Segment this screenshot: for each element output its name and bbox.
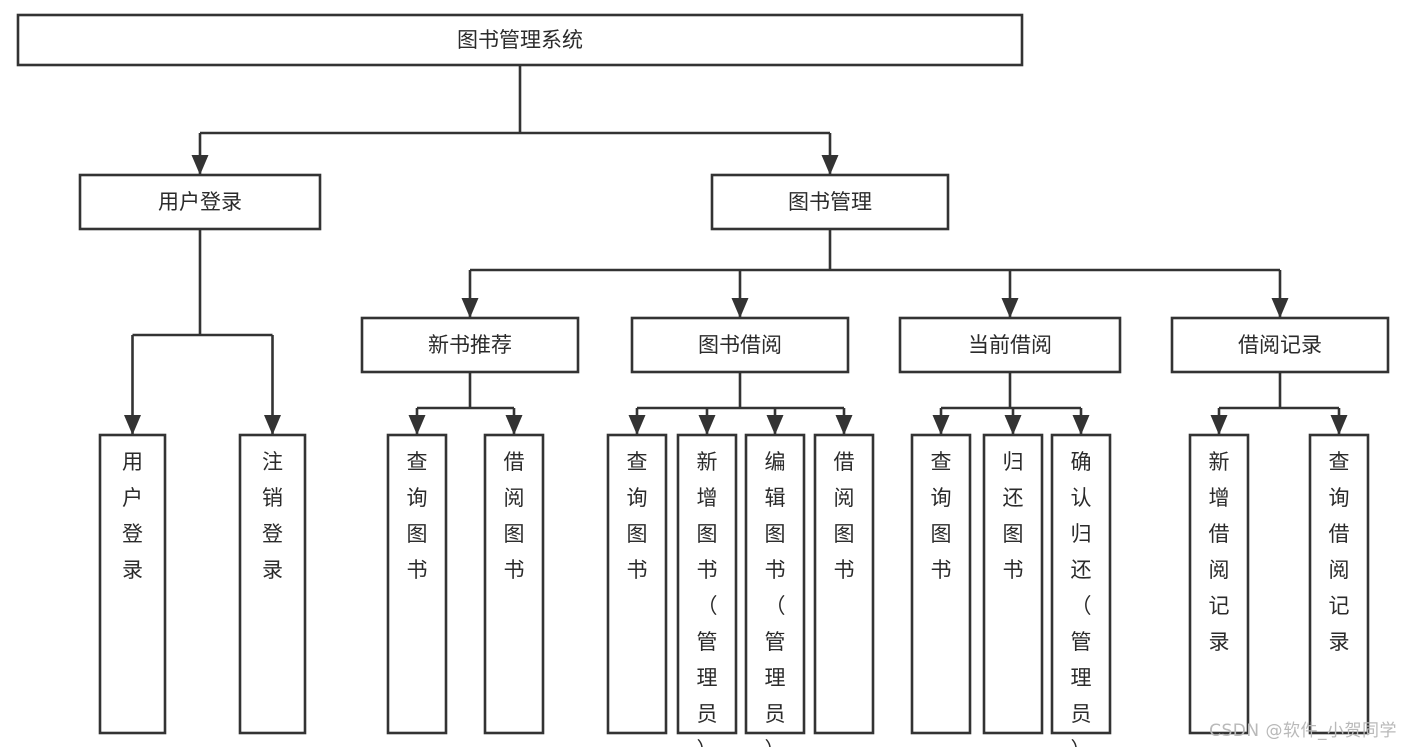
arrow-book-manage (821, 155, 839, 175)
arrow-borrow-lend-book (835, 415, 853, 435)
node-borrow-record[interactable]: 借阅记录 (1170, 316, 1390, 374)
node-label: 当前借阅 (968, 333, 1052, 357)
node-box (483, 433, 545, 735)
node-recommend-borrow-book[interactable]: 借阅图书 (483, 433, 545, 735)
node-box (1050, 433, 1112, 735)
arrow-recommend-query-book (408, 415, 426, 435)
node-box (898, 316, 1122, 374)
node-box (1188, 433, 1250, 735)
arrow-recommend-borrow-book (505, 415, 523, 435)
arrow-record-add (1210, 415, 1228, 435)
node-label: 图书借阅 (698, 333, 782, 357)
node-label: 查询图书 (627, 450, 648, 582)
node-label: 用户登录 (122, 450, 143, 582)
node-label: 借阅图书 (504, 450, 525, 582)
node-record-add[interactable]: 新增借阅记录 (1188, 433, 1250, 735)
node-box (78, 173, 322, 231)
node-current-return-book[interactable]: 归还图书 (982, 433, 1044, 735)
node-label: 借阅记录 (1238, 333, 1322, 357)
arrow-new-book-recommend (461, 298, 479, 318)
node-box (813, 433, 875, 735)
arrow-user-login (191, 155, 209, 175)
node-borrow-edit-book[interactable]: 编辑图书（管理员） (744, 433, 806, 747)
node-book-borrow[interactable]: 图书借阅 (630, 316, 850, 374)
node-box (1170, 316, 1390, 374)
node-label: 编辑图书（管理员） (765, 450, 786, 747)
arrow-record-query (1330, 415, 1348, 435)
node-record-query[interactable]: 查询借阅记录 (1308, 433, 1370, 735)
node-label: 注销登录 (262, 450, 283, 582)
node-box (630, 316, 850, 374)
arrow-borrow-query-book (628, 415, 646, 435)
node-label: 用户登录 (158, 190, 242, 214)
node-borrow-lend-book[interactable]: 借阅图书 (813, 433, 875, 735)
arrow-current-return-book (1004, 415, 1022, 435)
node-borrow-query-book[interactable]: 查询图书 (606, 433, 668, 735)
node-book-manage[interactable]: 图书管理 (710, 173, 950, 231)
arrow-borrow-add-book (698, 415, 716, 435)
arrow-borrow-edit-book (766, 415, 784, 435)
node-box (606, 433, 668, 735)
csdn-watermark: CSDN @软件_小贺同学 (1209, 721, 1397, 741)
node-root[interactable]: 图书管理系统 (16, 13, 1024, 67)
node-label: 图书管理系统 (457, 28, 583, 52)
node-user-login[interactable]: 用户登录 (78, 173, 322, 231)
node-box (710, 173, 950, 231)
node-label: 查询图书 (407, 450, 428, 582)
node-label: 归还图书 (1003, 450, 1024, 582)
arrow-current-query-book (932, 415, 950, 435)
node-box (360, 316, 580, 374)
node-label: 查询图书 (931, 450, 952, 582)
node-current-confirm-return[interactable]: 确认归还（管理员） (1050, 433, 1112, 747)
node-label: 确认归还（管理员） (1071, 450, 1092, 747)
node-label: 查询借阅记录 (1329, 450, 1350, 654)
node-label: 图书管理 (788, 190, 872, 214)
arrow-current-borrow (1001, 298, 1019, 318)
node-box (910, 433, 972, 735)
arrow-book-borrow (731, 298, 749, 318)
arrow-current-confirm-return (1072, 415, 1090, 435)
arrow-user-logout (264, 415, 281, 435)
node-current-query-book[interactable]: 查询图书 (910, 433, 972, 735)
node-label: 新书推荐 (428, 333, 512, 357)
node-new-book-recommend[interactable]: 新书推荐 (360, 316, 580, 374)
node-user-login-do[interactable]: 用户登录 (98, 433, 167, 735)
node-current-borrow[interactable]: 当前借阅 (898, 316, 1122, 374)
arrow-user-login-do (124, 415, 141, 435)
node-user-logout[interactable]: 注销登录 (238, 433, 307, 735)
node-recommend-query-book[interactable]: 查询图书 (386, 433, 448, 735)
node-box (386, 433, 448, 735)
node-label: 新增借阅记录 (1209, 450, 1230, 654)
node-borrow-add-book[interactable]: 新增图书（管理员） (676, 433, 738, 747)
node-box (676, 433, 738, 735)
node-label: 借阅图书 (834, 450, 855, 582)
node-box (982, 433, 1044, 735)
node-label: 新增图书（管理员） (697, 450, 718, 747)
node-box (744, 433, 806, 735)
node-box (16, 13, 1024, 67)
node-box (1308, 433, 1370, 735)
node-box (238, 433, 307, 735)
node-box (98, 433, 167, 735)
arrow-borrow-record (1271, 298, 1289, 318)
